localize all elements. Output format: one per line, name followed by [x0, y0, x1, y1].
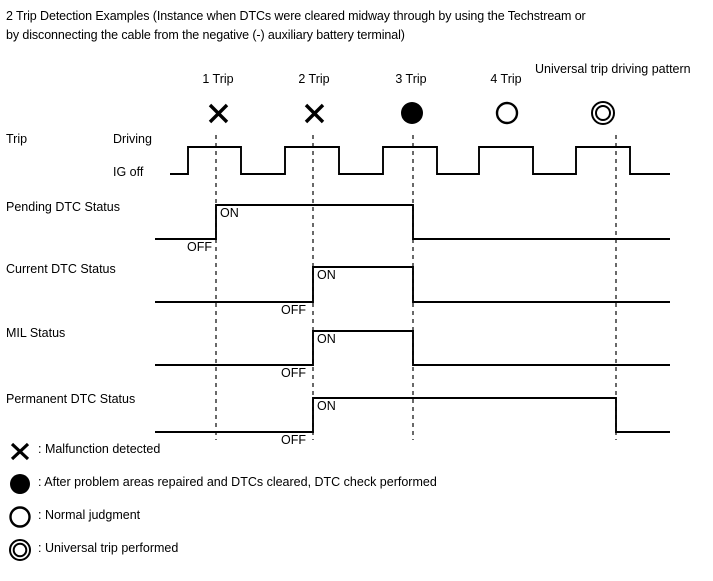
- universal-label-text: Universal trip driving pattern: [535, 62, 691, 76]
- on-label-text: ON: [317, 268, 336, 282]
- trip-header-label: 4 Trip: [490, 72, 522, 86]
- row-label-pending-dtc-status: Pending DTC Status: [6, 200, 120, 214]
- diagram-title: 2 Trip Detection Examples (Instance when…: [6, 7, 706, 45]
- off-label-text: OFF: [281, 366, 306, 380]
- permanent-dtc-on-label: ON: [317, 399, 336, 413]
- legend-text: : After problem areas repaired and DTCs …: [38, 475, 437, 489]
- double-circle-marker: [591, 101, 615, 125]
- row-label-current-dtc-status: Current DTC Status: [6, 262, 116, 276]
- waveform-traces-group: [155, 146, 670, 433]
- trip-header-label: 2 Trip: [298, 72, 330, 86]
- trip-header-3: 3 Trip: [386, 72, 436, 86]
- trip-header-1: 1 Trip: [193, 72, 243, 86]
- trip-level-ig-off: IG off: [113, 165, 143, 179]
- current-dtc-on-label: ON: [317, 268, 336, 282]
- pending-dtc-on-label: ON: [220, 206, 239, 220]
- title-line-1: 2 Trip Detection Examples (Instance when…: [6, 9, 586, 23]
- title-line-2: by disconnecting the cable from the nega…: [6, 28, 405, 42]
- level-label-text: Driving: [113, 132, 152, 146]
- row-label-permanent-dtc-status: Permanent DTC Status: [6, 392, 135, 406]
- waveform-permanent-dtc-status: [155, 397, 670, 433]
- filled-circle-marker: [401, 102, 423, 124]
- current-dtc-off-label: OFF: [281, 303, 306, 317]
- row-label-text: Pending DTC Status: [6, 200, 120, 214]
- open-circle-marker: [9, 506, 31, 528]
- row-label-text: Permanent DTC Status: [6, 392, 136, 406]
- trip-header-label: 1 Trip: [202, 72, 234, 86]
- filled-circle-marker: [10, 474, 30, 494]
- cross-marker: [304, 103, 325, 124]
- row-label-text: Trip: [6, 132, 28, 146]
- row-label-text: MIL Status: [6, 326, 66, 340]
- off-label-text: OFF: [281, 303, 306, 317]
- waveform-trip: [170, 146, 670, 175]
- pending-dtc-off-label: OFF: [187, 240, 212, 254]
- legend-text: : Normal judgment: [38, 508, 141, 522]
- off-label-text: OFF: [281, 433, 306, 447]
- trip-level-driving: Driving: [113, 132, 152, 146]
- mil-on-label: ON: [317, 332, 336, 346]
- cross-marker: [10, 442, 30, 461]
- permanent-dtc-off-label: OFF: [281, 433, 306, 447]
- universal-trip-driving-pattern-label: Universal trip driving pattern: [535, 62, 691, 76]
- trip-header-label: 3 Trip: [395, 72, 427, 86]
- double-circle-marker: [9, 539, 31, 561]
- waveform-current-dtc-status: [155, 266, 670, 303]
- open-circle-marker: [495, 101, 519, 125]
- off-label-text: OFF: [187, 240, 212, 254]
- on-label-text: ON: [220, 206, 239, 220]
- on-label-text: ON: [317, 332, 336, 346]
- trip-header-4: 4 Trip: [481, 72, 531, 86]
- row-label-trip: Trip: [6, 132, 27, 146]
- mil-off-label: OFF: [281, 366, 306, 380]
- row-label-mil-status: MIL Status: [6, 326, 65, 340]
- on-label-text: ON: [317, 399, 336, 413]
- level-label-text: IG off: [113, 165, 144, 179]
- waveform-mil-status: [155, 330, 670, 366]
- legend-text: : Malfunction detected: [38, 442, 161, 456]
- trip-header-2: 2 Trip: [289, 72, 339, 86]
- guide-lines-group: [215, 135, 617, 440]
- legend-text: : Universal trip performed: [38, 541, 179, 555]
- row-label-text: Current DTC Status: [6, 262, 116, 276]
- cross-marker: [208, 103, 229, 124]
